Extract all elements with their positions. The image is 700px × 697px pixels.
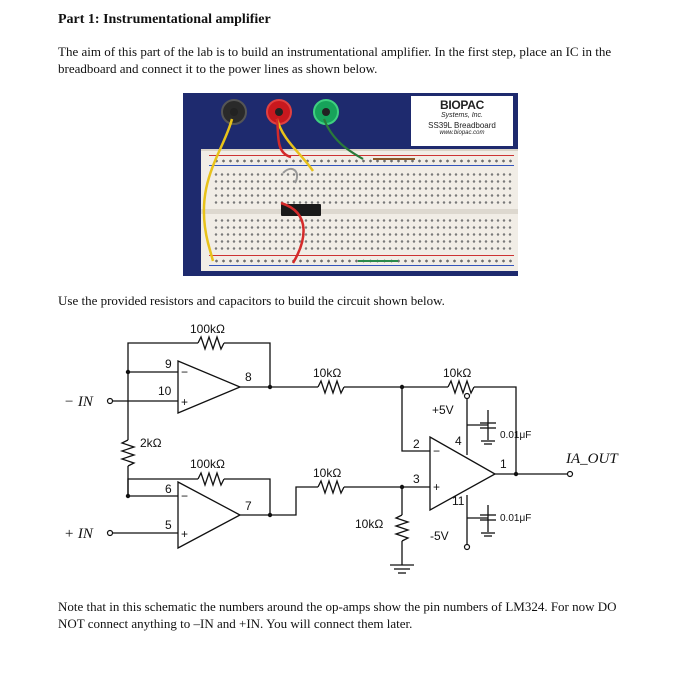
ground-binding-post-icon: [221, 99, 247, 125]
pin-u1-inv: 9: [165, 357, 172, 371]
resistor-r3-icon: [317, 378, 345, 396]
pin-u1-noninv: 10: [158, 384, 172, 398]
label-c-neg: 0.01μF: [500, 513, 531, 524]
u2-minus-sign: −: [181, 489, 188, 503]
instruction-paragraph: Use the provided resistors and capacitor…: [58, 293, 445, 308]
pin-u3-inv: 2: [413, 437, 420, 451]
pin-u3-noninv: 3: [413, 472, 420, 486]
label-r-gain: 2kΩ: [140, 436, 162, 450]
label-in-neg: − IN: [64, 394, 94, 410]
resistor-rgain-icon: [119, 439, 137, 467]
out-terminal-icon: [566, 470, 574, 478]
label-in-pos: + IN: [64, 526, 94, 542]
pin-u2-inv: 6: [165, 482, 172, 496]
resistor-r4-icon: [317, 478, 345, 496]
label-r-fb-out: 10kΩ: [443, 366, 471, 380]
pin-u2-out: 7: [245, 499, 252, 513]
label-r-in-bot: 10kΩ: [313, 466, 341, 480]
jumper-wires: [202, 118, 415, 264]
resistor-r1-icon: [197, 334, 225, 352]
op-amp-u3-icon: [429, 435, 497, 512]
pin-u3-out: 1: [500, 457, 507, 471]
u2-plus-sign: +: [181, 527, 188, 541]
resistor-r5-icon: [447, 378, 475, 396]
pin-u3-vp: 4: [455, 434, 462, 448]
pin-u1-out: 8: [245, 370, 252, 384]
breadboard-photo: BIOPAC Systems, Inc. SS39L Breadboard ww…: [183, 93, 518, 276]
u3-plus-sign: +: [433, 480, 440, 494]
label-r-fb-top: 100kΩ: [190, 322, 225, 336]
u3-minus-sign: −: [433, 444, 440, 458]
page-heading: Part 1: Instrumentational amplifier: [58, 12, 271, 27]
breadboard-label: BIOPAC Systems, Inc. SS39L Breadboard ww…: [411, 96, 513, 146]
pin-u3-vn: 11: [452, 494, 465, 508]
label-v-neg: -5V: [430, 529, 449, 543]
vpos-terminal-icon: [463, 392, 471, 400]
intro-paragraph: The aim of this part of the lab is to bu…: [58, 44, 612, 76]
brand-subtitle: Systems, Inc.: [440, 112, 483, 119]
label-v-pos: +5V: [432, 403, 454, 417]
label-r-ground: 10kΩ: [355, 517, 383, 531]
resistor-r6-icon: [393, 514, 411, 542]
in-neg-terminal-icon: [106, 397, 114, 405]
u1-plus-sign: +: [181, 395, 188, 409]
brand-url: www.biopac.com: [439, 130, 485, 136]
brand-model: SS39L Breadboard: [428, 121, 496, 130]
label-r-fb-bot: 100kΩ: [190, 457, 225, 471]
note-paragraph: Note that in this schematic the numbers …: [58, 599, 617, 631]
op-amp-u1-icon: [177, 360, 242, 414]
label-r-in-top: 10kΩ: [313, 366, 341, 380]
brand-logo: BIOPAC: [440, 98, 484, 112]
resistor-r2-icon: [197, 470, 225, 488]
pin-u2-noninv: 5: [165, 518, 172, 532]
label-c-pos: 0.01μF: [500, 430, 531, 441]
in-pos-terminal-icon: [106, 529, 114, 537]
label-out: IA_OUT: [565, 451, 619, 467]
op-amp-u2-icon: [177, 480, 242, 550]
vneg-terminal-icon: [463, 543, 471, 551]
u1-minus-sign: −: [181, 365, 188, 379]
